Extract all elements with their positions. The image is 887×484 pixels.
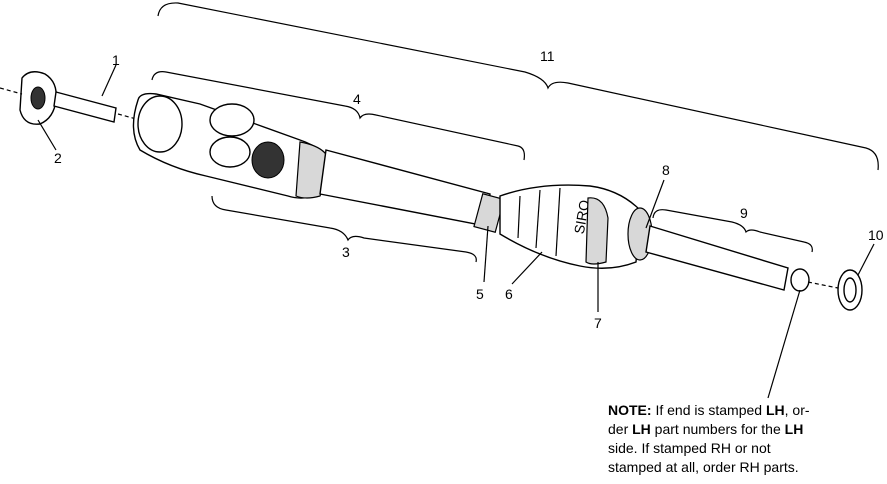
note-line1: If end is stamped — [655, 402, 766, 418]
bracket-11 — [157, 2, 879, 171]
note-line1b: , or- — [784, 402, 810, 418]
note-lh1: LH — [765, 402, 785, 418]
callout-2: 2 — [54, 150, 62, 166]
note-lh3: LH — [784, 421, 804, 437]
bracket-9 — [652, 209, 813, 253]
note-heading: NOTE: — [608, 402, 652, 418]
callout-10: 10 — [868, 227, 884, 243]
callout-11: 11 — [540, 48, 555, 64]
callout-4: 4 — [353, 91, 361, 107]
callout-3: 3 — [342, 244, 350, 260]
part-9-axle — [645, 225, 789, 291]
note-line3: side. If stamped RH or not — [608, 440, 771, 456]
callout-9: 9 — [740, 205, 748, 221]
note-line2a: der — [608, 421, 633, 437]
part-7-boot-clamp — [585, 197, 609, 265]
callout-5: 5 — [476, 286, 484, 302]
callout-8: 8 — [662, 162, 670, 178]
callout-1: 1 — [112, 52, 120, 68]
note-text: NOTE: If end is stamped LH, or- der LH p… — [608, 401, 878, 477]
bracket-3 — [211, 195, 477, 263]
callout-6: 6 — [505, 286, 513, 302]
callout-7: 7 — [594, 315, 602, 331]
note-lh2: LH — [632, 421, 651, 437]
part-3-shaft — [319, 149, 491, 227]
note-line4: stamped at all, order RH parts. — [608, 459, 799, 475]
note-line2b: part numbers for the — [650, 421, 785, 437]
part-1-pin — [53, 91, 117, 123]
bracket-4 — [151, 71, 525, 161]
part-6-boot — [499, 184, 641, 269]
